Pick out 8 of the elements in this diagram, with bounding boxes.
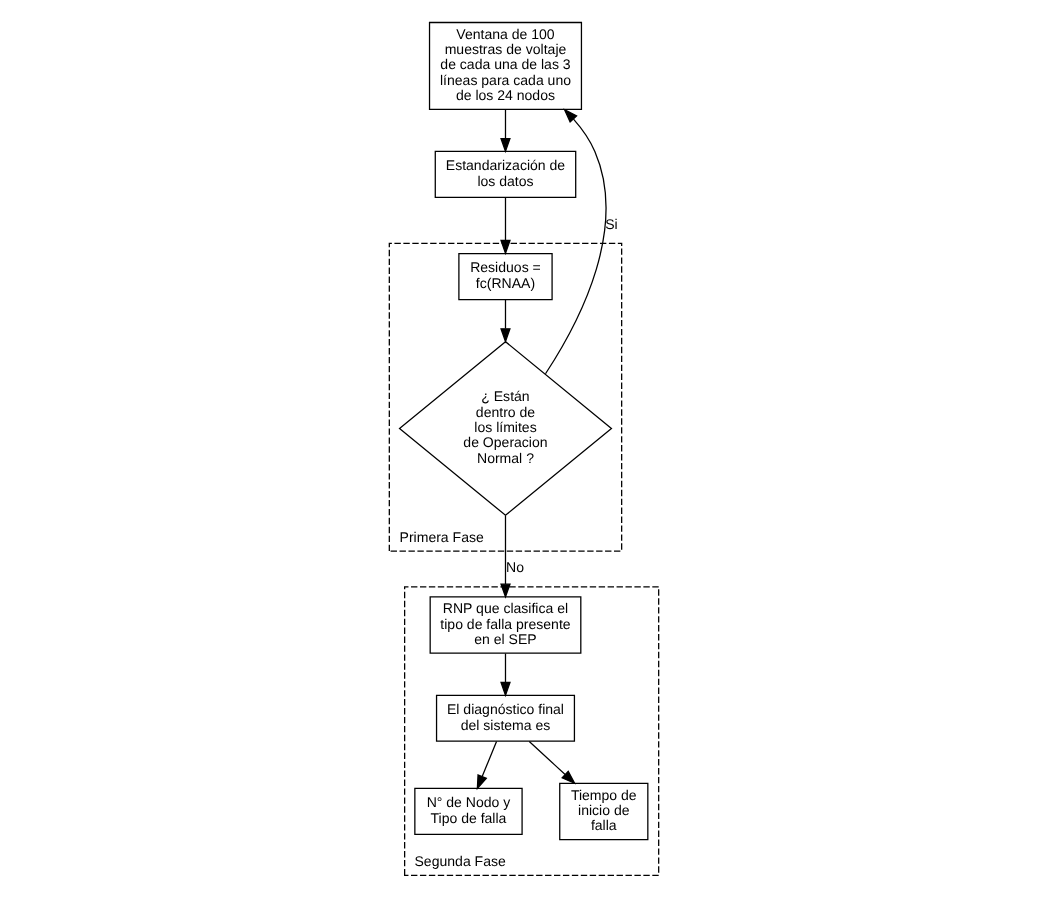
arrow (499, 514, 510, 599)
arrow (499, 652, 510, 698)
arrow (499, 298, 510, 344)
arrow (475, 740, 497, 791)
arrow (527, 740, 575, 785)
arrow (499, 197, 510, 256)
arrow (543, 108, 606, 375)
arrow (499, 109, 510, 154)
